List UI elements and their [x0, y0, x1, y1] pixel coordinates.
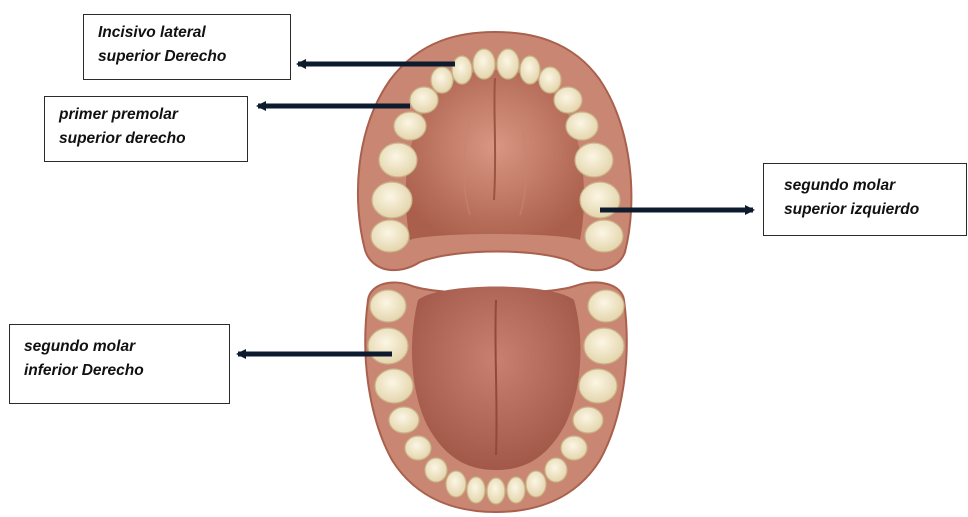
upper-tooth [379, 143, 417, 177]
upper-first-premolar-right [410, 87, 438, 113]
upper-tooth [394, 112, 426, 140]
upper-tooth [497, 49, 519, 79]
label-line: inferior Derecho [24, 359, 219, 383]
lower-dental-arch [365, 282, 626, 512]
lower-tooth [507, 477, 525, 503]
upper-tooth [585, 220, 623, 252]
label-line: primer premolar [59, 103, 237, 127]
upper-tooth [566, 112, 598, 140]
lower-tooth [573, 407, 603, 433]
label-line: superior derecho [59, 127, 237, 151]
lower-tooth [467, 477, 485, 503]
lower-tooth [545, 458, 567, 482]
lower-second-molar-right [368, 328, 408, 364]
upper-dental-arch [358, 32, 631, 270]
label-line: superior izquierdo [784, 198, 956, 222]
label-lower-second-molar: segundo molar inferior Derecho [9, 324, 230, 404]
label-upper-lateral-incisor: Incisivo lateral superior Derecho [83, 14, 291, 80]
label-upper-second-molar: segundo molar superior izquierdo [763, 163, 967, 236]
tongue-midline [495, 300, 496, 455]
label-line: superior Derecho [98, 45, 280, 69]
label-upper-first-premolar: primer premolar superior derecho [44, 96, 248, 162]
lower-tooth [405, 436, 431, 460]
lower-tooth [370, 290, 406, 322]
lower-tooth [584, 328, 624, 364]
lower-tooth [389, 407, 419, 433]
upper-tooth [371, 220, 409, 252]
upper-tooth [554, 87, 582, 113]
lower-tooth [446, 471, 466, 497]
upper-tooth [520, 56, 540, 84]
upper-tooth [539, 67, 561, 93]
lower-tooth [579, 369, 617, 403]
label-line: segundo molar [784, 174, 956, 198]
lower-tooth [425, 458, 447, 482]
upper-tooth [372, 182, 412, 218]
lower-tooth [526, 471, 546, 497]
palate-midline [494, 78, 495, 200]
lower-tooth [561, 436, 587, 460]
label-line: Incisivo lateral [98, 21, 280, 45]
upper-lateral-incisor-right [452, 56, 472, 84]
upper-canine-right [431, 67, 453, 93]
upper-tooth [473, 49, 495, 79]
label-line: segundo molar [24, 335, 219, 359]
upper-tooth [575, 143, 613, 177]
lower-tooth [375, 369, 413, 403]
lower-tooth [487, 478, 505, 504]
upper-second-molar-left [580, 182, 620, 218]
lower-tooth [588, 290, 624, 322]
